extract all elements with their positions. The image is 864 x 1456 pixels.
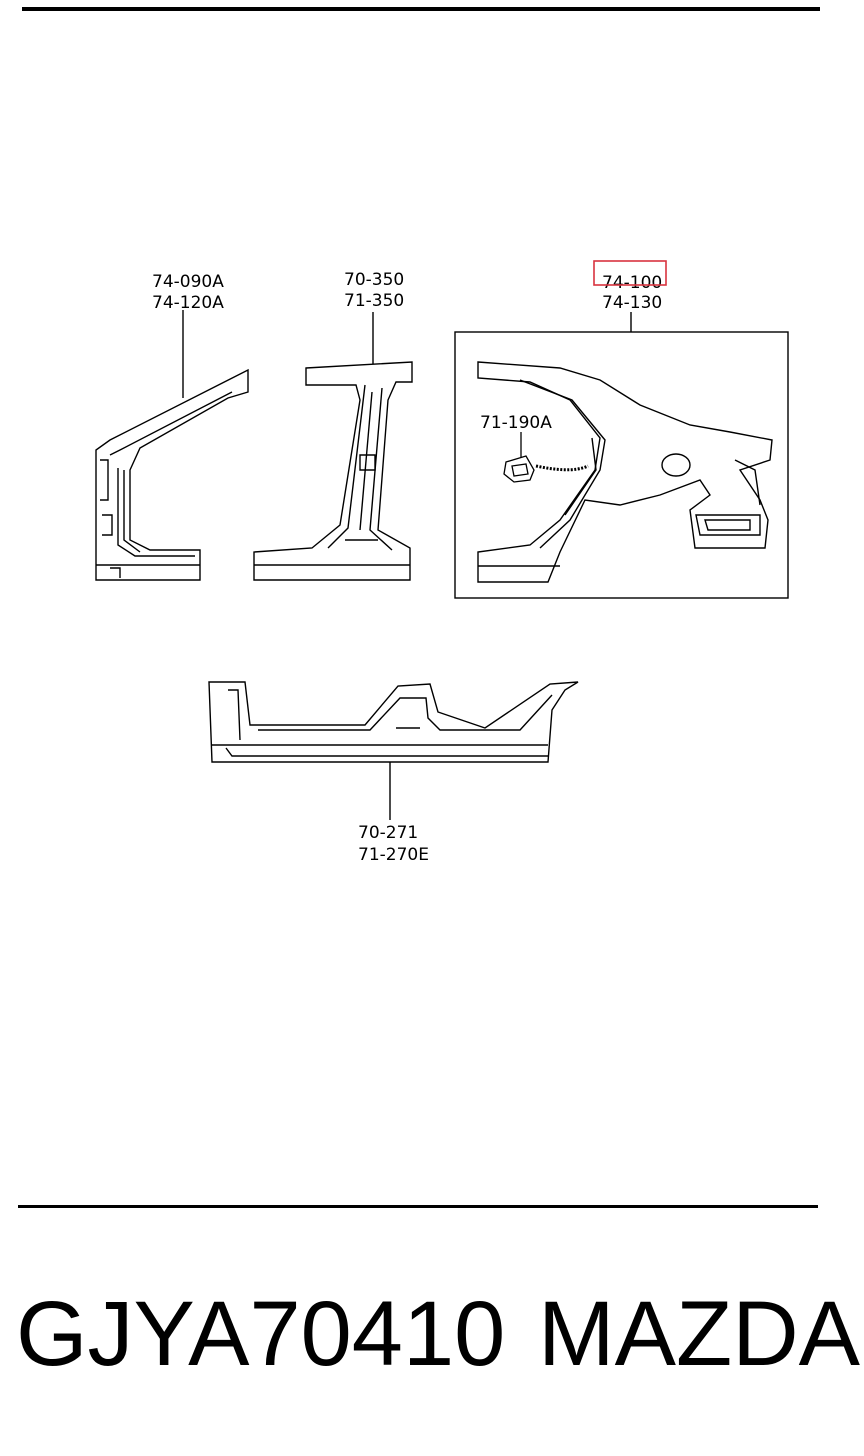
label-71-350: 71-350 [344,291,404,311]
quarter-panel-frame [454,331,789,599]
label-70-271: 70-271 [358,823,418,843]
label-74-100: 74-100 [602,273,662,293]
highlight-box [593,260,667,286]
fuel-lid-part[interactable] [503,432,589,483]
label-74-120A: 74-120A [152,293,224,313]
sill-part[interactable] [208,681,579,820]
label-70-350: 70-350 [344,270,404,290]
footer-part-number: GJYA70410 [16,1283,506,1385]
label-71-270E: 71-270E [358,845,429,865]
label-74-090A: 74-090A [152,272,224,292]
bottom-rule [18,1205,818,1208]
footer-brand: MAZDA [538,1283,860,1385]
top-rule [22,7,820,11]
quarter-panel-part[interactable] [477,361,773,583]
a-pillar-part[interactable] [95,310,249,581]
label-74-130: 74-130 [602,293,662,313]
label-71-190A: 71-190A [480,413,552,433]
b-pillar-part[interactable] [253,312,413,581]
parts-diagram: 74-090A 74-120A 70-350 71-350 74-100 74-… [95,260,789,865]
